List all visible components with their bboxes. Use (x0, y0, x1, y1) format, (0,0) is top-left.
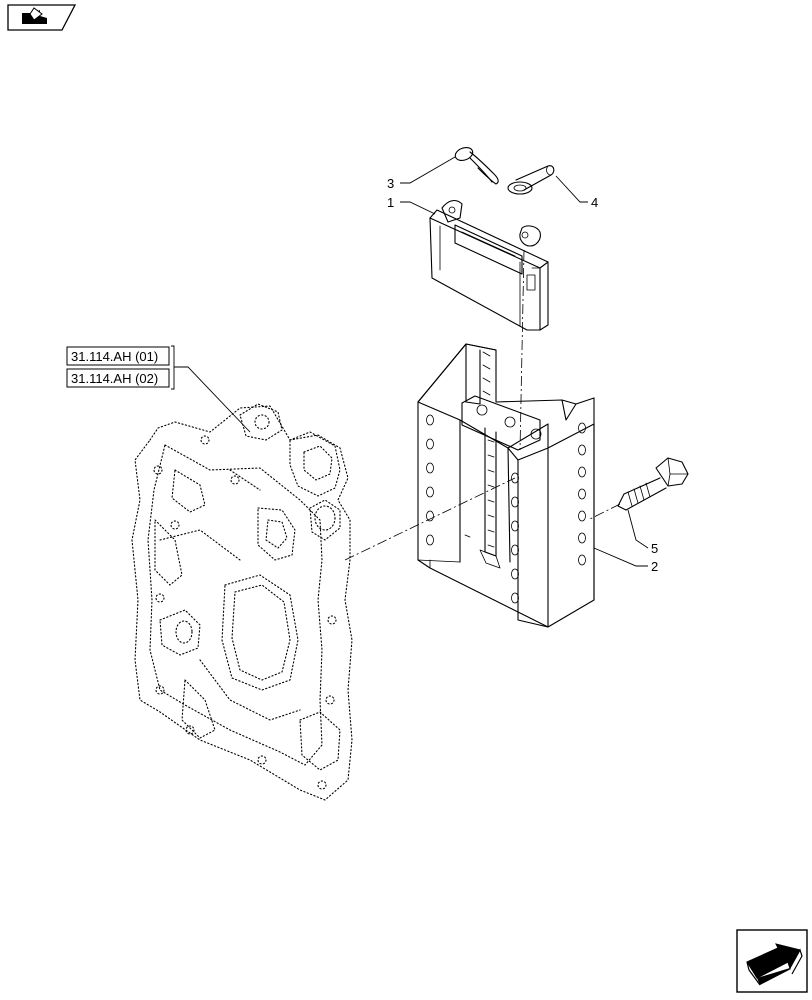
reference-box-1[interactable]: 31.114.AH (01) (66, 346, 170, 366)
reference-leader (174, 366, 251, 433)
callout-4: 4 (555, 175, 598, 210)
frame-holes-right (578, 422, 586, 566)
frame-holes-left (426, 414, 519, 604)
spring-clip (454, 147, 499, 185)
callout-5-number: 5 (651, 541, 658, 556)
callout-2: 2 (593, 547, 658, 574)
reference-bracket (171, 345, 175, 390)
next-page-arrow-icon[interactable] (736, 929, 808, 993)
callout-4-number: 4 (591, 195, 598, 210)
gearbox-housing (131, 403, 353, 801)
pin (507, 165, 555, 195)
hitch-frame (417, 343, 595, 628)
centerline-bracket (519, 249, 525, 451)
bolt (617, 457, 689, 511)
reference-box-2[interactable]: 31.114.AH (02) (66, 368, 170, 388)
callout-2-number: 2 (651, 559, 658, 574)
reference-label-2: 31.114.AH (02) (71, 371, 158, 386)
centerline-housing (344, 477, 516, 561)
callout-1-number: 1 (387, 195, 394, 210)
callout-3-number: 3 (387, 176, 394, 191)
hitch-bracket (429, 199, 549, 331)
reference-label-1: 31.114.AH (01) (71, 349, 158, 364)
back-arrow-icon[interactable] (7, 4, 77, 31)
callout-3: 3 (387, 156, 456, 191)
callout-1: 1 (387, 195, 436, 215)
callout-5: 5 (627, 509, 658, 556)
centerline-bolt (587, 503, 621, 521)
